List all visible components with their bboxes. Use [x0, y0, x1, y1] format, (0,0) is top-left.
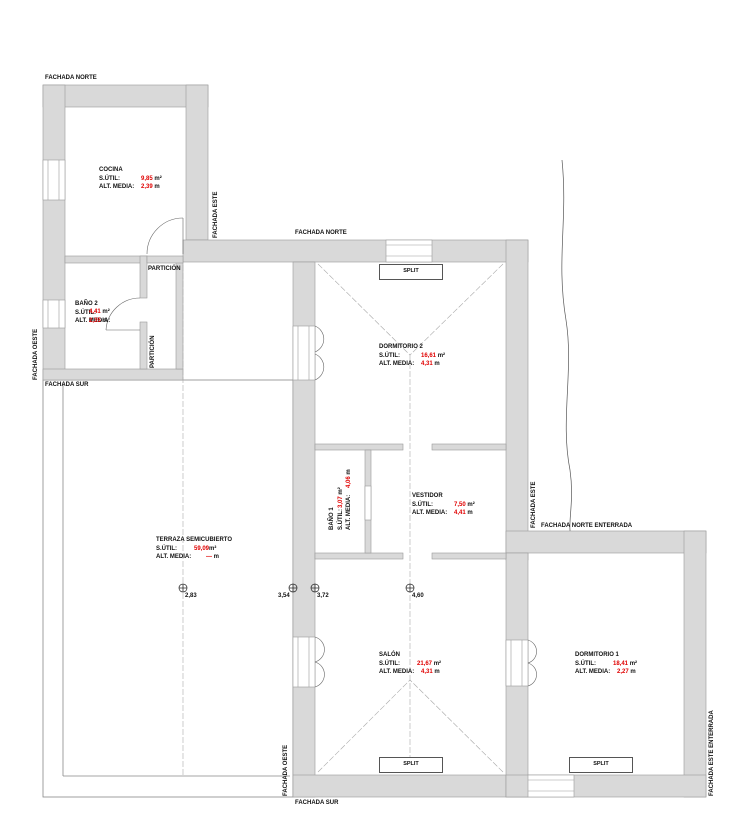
facade-west-left: FACHADA OESTE [33, 328, 39, 380]
surface-value: 7,50 [454, 501, 466, 508]
height-label: ALT. MEDIA: [575, 669, 611, 675]
walls [42, 84, 707, 798]
height-value: — [206, 554, 212, 560]
height-value: 2,39 [141, 184, 153, 190]
height-label: ALT. MEDIA: [346, 494, 352, 530]
facade-west-bottom: FACHADA OESTE [283, 744, 289, 796]
room-dormitorio2: DORMITORIO 2 S.ÚTIL: 16,61 m² ALT. MEDIA:… [379, 343, 445, 369]
height-unit: m [346, 469, 352, 475]
height-value: 2,35 [89, 317, 101, 324]
surface-label: S.ÚTIL: [99, 175, 120, 182]
room-vestidor: VESTIDOR S.ÚTIL:7,50 m² ALT. MEDIA:4,41 … [412, 492, 475, 518]
height-value: 4,31 [421, 361, 433, 367]
surface-unit: m² [437, 352, 446, 359]
surface-unit: m² [433, 660, 442, 667]
facade-north-buried: FACHADA NORTE ENTERRADA [541, 523, 633, 529]
height-value: 4,31 [421, 669, 433, 675]
height-marker-label: 2,83 [185, 593, 197, 599]
surface-value: 18,41 [613, 660, 629, 667]
terrain-line [561, 159, 573, 541]
surface-unit: m² [629, 660, 638, 667]
surface-label: S.ÚTIL: [575, 660, 596, 667]
surface-value: 3,07 [337, 496, 344, 508]
split-dormitorio2: SPLIT [379, 264, 443, 280]
room-cocina: COCINA S.ÚTIL: 9,85 m² ALT. MEDIA: 2,39 m [99, 166, 162, 192]
room-name: VESTIDOR [412, 493, 443, 499]
height-unit: m [434, 669, 440, 675]
surface-unit: m² [467, 501, 475, 508]
room-salon: SALÓN S.ÚTIL: 21,67 m² ALT. MEDIA: 4,31 m [379, 651, 441, 677]
facade-north-mid: FACHADA NORTE [295, 230, 347, 236]
partition-horizontal: PARTICIÓN [148, 266, 181, 272]
height-value: 4,41 [454, 510, 466, 516]
height-marker-label: 3,72 [317, 593, 329, 599]
facade-east-upper: FACHADA ESTE [213, 191, 219, 238]
room-name: DORMITORIO 2 [379, 344, 423, 350]
height-unit: m [630, 669, 636, 675]
surface-label: S.ÚTIL: [156, 545, 177, 552]
room-name: SALÓN [379, 652, 400, 658]
height-label: ALT. MEDIA: [379, 669, 415, 675]
height-markers [178, 583, 415, 593]
surface-value: 21,67 [417, 660, 433, 667]
door-swings [105, 217, 537, 688]
surface-label: S.ÚTIL: [379, 352, 400, 359]
height-value: 2,27 [617, 669, 629, 675]
room-name: DORMITORIO 1 [575, 652, 619, 658]
terrace-boundary [42, 379, 294, 798]
height-label: ALT. MEDIA: [75, 318, 111, 324]
roof-lines [182, 263, 504, 776]
height-label: ALT. MEDIA: [379, 361, 415, 367]
height-value: 4,06 [346, 476, 352, 488]
height-label: ALT. MEDIA: [99, 184, 135, 190]
height-unit: m [154, 184, 160, 190]
room-name: BAÑO 1 [329, 507, 335, 530]
surface-unit: m² [337, 487, 344, 495]
facade-south-left: FACHADA SUR [45, 382, 89, 388]
room-name: BAÑO 2 [75, 301, 98, 307]
facade-east-right: FACHADA ESTE [531, 481, 537, 528]
facade-east-buried: FACHADA ESTE ENTERRADA [709, 710, 715, 796]
surface-value: 4,41 [89, 309, 101, 315]
split-dormitorio1: SPLIT [569, 757, 633, 773]
height-unit: m [434, 361, 440, 367]
facade-south-bottom: FACHADA SUR [295, 800, 339, 806]
room-bano2-values: 4,41 m² 2,35 m [89, 308, 110, 325]
surface-label: S.ÚTIL: [379, 660, 400, 667]
surface-value: 16,61 [421, 352, 437, 359]
split-salon: SPLIT [379, 757, 443, 773]
surface-label: S.ÚTIL: [337, 509, 344, 530]
surface-unit: m² [209, 545, 217, 552]
height-unit: m [213, 554, 220, 560]
room-terraza: TERRAZA SEMICUBIERTO S.ÚTIL: 59,09m² ALT.… [156, 536, 232, 562]
surface-unit: m² [102, 309, 110, 315]
height-label: ALT. MEDIA: [412, 510, 448, 516]
surface-value: 9,85 [141, 175, 153, 182]
room-name: TERRAZA SEMICUBIERTO [156, 537, 233, 543]
surface-value: 59,09 [194, 545, 210, 552]
windows [42, 159, 575, 798]
surface-label: S.ÚTIL: [75, 309, 96, 316]
partition-vertical: PARTICIÓN [150, 335, 156, 368]
surface-label: S.ÚTIL: [412, 501, 433, 508]
room-bano1: BAÑO 1 S.ÚTIL:3,07 m² ALT. MEDIA: 4,06 m [328, 469, 354, 530]
room-name: COCINA [99, 167, 123, 173]
surface-unit: m² [154, 175, 162, 182]
height-unit: m [467, 510, 473, 516]
height-marker-label: 3,54 [278, 593, 290, 599]
height-marker-label: 4,60 [412, 593, 424, 599]
room-dormitorio1: DORMITORIO 1 S.ÚTIL: 18,41 m² ALT. MEDIA:… [575, 651, 637, 677]
room-bano2: BAÑO 2 S.ÚTIL: ALT. MEDIA: [75, 300, 111, 326]
height-unit: m [102, 317, 108, 324]
facade-north-top: FACHADA NORTE [45, 75, 97, 81]
height-label: ALT. MEDIA: [156, 554, 192, 560]
